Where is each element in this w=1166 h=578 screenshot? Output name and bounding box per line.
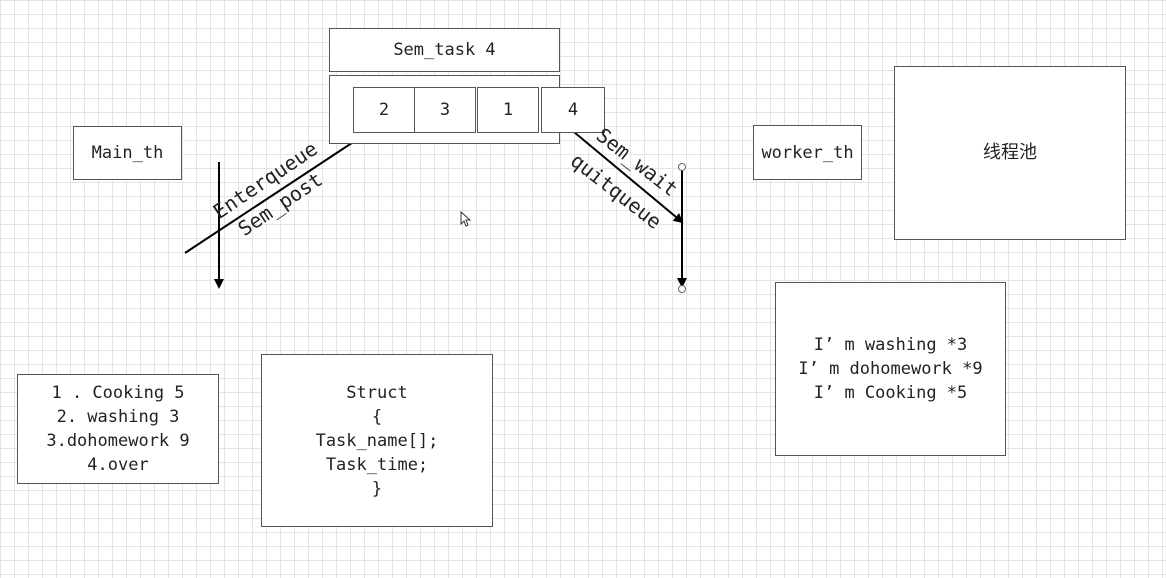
output-log-box[interactable]: I’ m washing *3 I’ m dohomework *9 I’ m … xyxy=(775,282,1006,456)
task-list-line: 4.over xyxy=(87,455,149,475)
output-log-line: I’ m Cooking *5 xyxy=(813,383,968,403)
task-list-line: 1 . Cooking 5 xyxy=(51,383,185,403)
main-thread-label: Main_th xyxy=(91,143,164,163)
queue-cell-value: 1 xyxy=(502,100,514,120)
task-list-line: 3.dohomework 9 xyxy=(46,431,190,451)
queue-cell[interactable]: 2 xyxy=(353,87,415,133)
struct-line: Task_time; xyxy=(325,454,429,475)
struct-line: Struct xyxy=(346,382,408,403)
selection-handle-bottom[interactable] xyxy=(678,285,686,293)
selection-handle-top[interactable] xyxy=(678,163,686,171)
quitqueue-arrow xyxy=(573,131,684,224)
sem-task-box[interactable]: Sem_task 4 xyxy=(329,28,560,72)
queue-cell[interactable]: 1 xyxy=(477,87,539,133)
queue-cell-value: 3 xyxy=(439,100,451,120)
main-thread-box[interactable]: Main_th xyxy=(73,126,182,180)
output-log-line: I’ m washing *3 xyxy=(813,335,968,355)
worker-thread-box[interactable]: worker_th xyxy=(753,125,862,180)
struct-line: Task_name[]; xyxy=(315,430,439,451)
struct-line: } xyxy=(371,478,383,499)
queue-cell-value: 4 xyxy=(567,100,579,120)
sem-task-label: Sem_task 4 xyxy=(393,40,496,60)
thread-pool-label: 线程池 xyxy=(983,142,1037,163)
enterqueue-arrow xyxy=(184,131,369,254)
queue-cell[interactable]: 3 xyxy=(414,87,476,133)
worker-thread-label: worker_th xyxy=(761,142,854,163)
queue-cell[interactable]: 4 xyxy=(541,87,605,133)
task-list-line: 2. washing 3 xyxy=(56,407,180,427)
task-list-box[interactable]: 1 . Cooking 5 2. washing 3 3.dohomework … xyxy=(17,374,219,484)
queue-cell-value: 2 xyxy=(378,100,390,120)
thread-pool-box[interactable]: 线程池 xyxy=(894,66,1126,240)
output-log-line: I’ m dohomework *9 xyxy=(798,359,983,379)
mouse-cursor-icon xyxy=(460,210,472,227)
struct-line: { xyxy=(371,406,383,427)
struct-definition-box[interactable]: Struct { Task_name[]; Task_time; } xyxy=(261,354,493,527)
